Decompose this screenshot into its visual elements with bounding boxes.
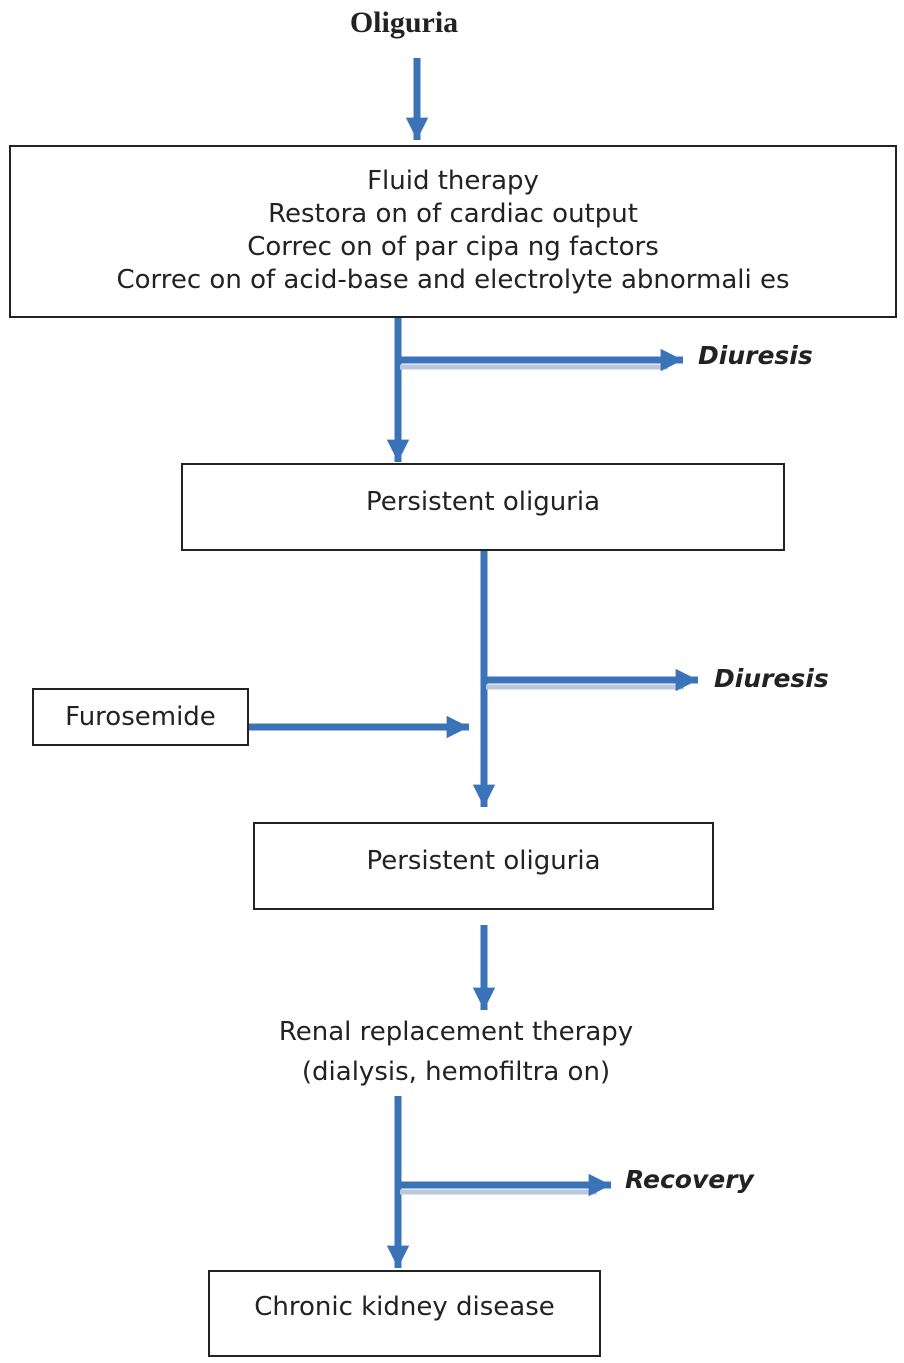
furosemide-label: Furosemide xyxy=(65,702,216,732)
furosemide-box: Furosemide xyxy=(32,688,249,746)
fluid-therapy-box: Fluid therapy Restora on of cardiac outp… xyxy=(9,145,897,318)
box1-line-2: Restora on of cardiac output xyxy=(268,199,638,229)
page-title: Oliguria xyxy=(349,6,459,39)
diuresis-label-1: Diuresis xyxy=(698,341,813,370)
rrt-line-2: (dialysis, hemofiltra on) xyxy=(301,1057,611,1087)
diuresis-label-2: Diuresis xyxy=(714,664,829,693)
renal-replacement-therapy-text: Renal replacement therapy (dialysis, hem… xyxy=(230,1012,682,1092)
box4-label: Chronic kidney disease xyxy=(254,1292,555,1322)
box1-line-4: Correc on of acid-base and electrolyte a… xyxy=(116,265,790,295)
chronic-kidney-disease-box: Chronic kidney disease xyxy=(208,1270,601,1357)
box2-label: Persistent oliguria xyxy=(365,487,601,517)
box1-line-1: Fluid therapy xyxy=(367,166,539,196)
persistent-oliguria-box-2: Persistent oliguria xyxy=(253,822,714,910)
rrt-line-1: Renal replacement therapy xyxy=(278,1017,634,1047)
box1-line-3: Correc on of par cipa ng factors xyxy=(247,232,659,262)
persistent-oliguria-box-1: Persistent oliguria xyxy=(181,463,785,551)
box3-label: Persistent oliguria xyxy=(366,846,601,876)
recovery-label: Recovery xyxy=(625,1165,754,1194)
